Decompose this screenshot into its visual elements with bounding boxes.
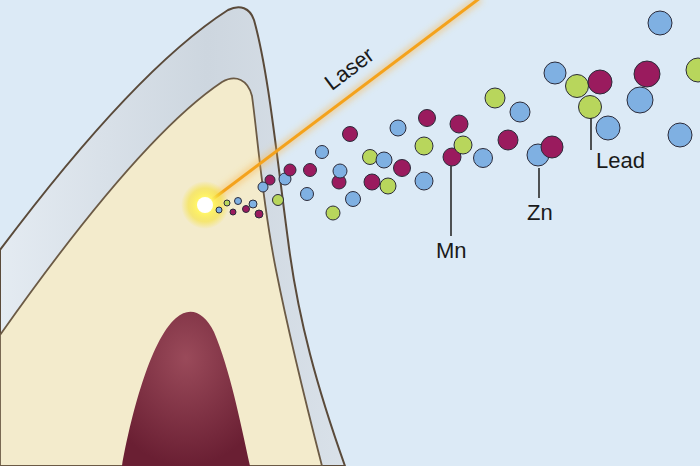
element-particle xyxy=(668,123,692,147)
dentin xyxy=(0,78,322,466)
element-particle xyxy=(224,200,230,206)
element-label: Lead xyxy=(596,150,645,172)
element-particle xyxy=(216,207,222,213)
element-particle xyxy=(627,87,653,113)
laser-beam xyxy=(205,0,480,205)
element-particle xyxy=(634,61,660,87)
leader-line xyxy=(538,168,540,198)
element-particle xyxy=(450,115,468,133)
element-particle xyxy=(415,137,433,155)
element-particle xyxy=(301,188,314,201)
element-particle xyxy=(544,62,566,84)
element-particle xyxy=(235,198,242,205)
element-particle xyxy=(498,130,518,150)
laser-glow xyxy=(205,0,480,205)
leader-line xyxy=(590,118,592,150)
element-particle xyxy=(588,70,612,94)
ablation-spot xyxy=(197,197,213,213)
element-particle xyxy=(419,110,436,127)
element-label: Mn xyxy=(436,240,467,262)
element-particle xyxy=(343,127,358,142)
element-particle xyxy=(363,150,378,165)
element-particle xyxy=(648,11,672,35)
element-particle xyxy=(249,200,257,208)
ablation-glow xyxy=(181,181,229,229)
element-particle xyxy=(333,164,347,178)
element-particle xyxy=(376,152,392,168)
element-particle xyxy=(579,96,602,119)
element-particle xyxy=(566,75,589,98)
element-particle xyxy=(243,206,250,213)
element-particle xyxy=(273,195,284,206)
element-label: Zn xyxy=(527,202,553,224)
element-particle xyxy=(454,136,472,154)
element-particle xyxy=(394,160,411,177)
element-particle xyxy=(326,206,340,220)
element-particle xyxy=(415,172,433,190)
element-particle xyxy=(474,149,493,168)
element-particle xyxy=(304,164,317,177)
element-particle xyxy=(380,178,396,194)
element-particle xyxy=(686,58,700,82)
pulp xyxy=(122,312,250,466)
element-particle xyxy=(316,146,329,159)
element-particle xyxy=(510,102,530,122)
enamel xyxy=(0,7,345,466)
element-particle xyxy=(541,136,563,158)
element-particle xyxy=(364,174,380,190)
particle-plume xyxy=(216,11,700,220)
element-particle xyxy=(346,192,361,207)
element-particle xyxy=(284,164,296,176)
element-particle xyxy=(485,88,505,108)
element-particle xyxy=(596,116,620,140)
element-particle xyxy=(255,210,263,218)
element-particle xyxy=(265,175,275,185)
leader-line xyxy=(450,166,452,236)
element-particle xyxy=(230,209,236,215)
element-particle xyxy=(390,120,406,136)
